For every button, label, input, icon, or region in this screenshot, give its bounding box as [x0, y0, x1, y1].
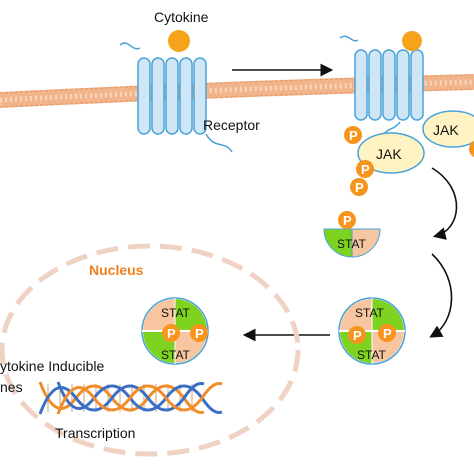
transcription-label: Transcription [55, 425, 135, 441]
phospho-group: P [356, 160, 374, 178]
phospho-group: P [344, 126, 362, 144]
svg-text:P: P [353, 328, 362, 343]
stat-dimer-label-top: STAT [355, 306, 385, 320]
stat-dimer-cytoplasm: STAT STAT P P [338, 297, 406, 365]
nucleus-label: Nucleus [89, 262, 144, 278]
svg-text:P: P [343, 213, 352, 228]
stat-dimer-nucleus-label-top: STAT [161, 306, 191, 320]
jak-lower-label: JAK [376, 146, 402, 162]
svg-text:P: P [195, 326, 204, 341]
jak-upper [422, 110, 474, 148]
svg-text:P: P [167, 326, 176, 341]
svg-text:P: P [383, 326, 392, 341]
receptor-left [119, 42, 233, 153]
stat-dimer-nucleus: STAT STAT P P [141, 297, 209, 365]
cell-membrane [0, 74, 474, 108]
svg-text:P: P [355, 180, 364, 195]
activation-arrow [431, 167, 458, 240]
stat-monomer: STAT P [323, 211, 381, 258]
stat-dimer-nucleus-label-bottom: STAT [161, 348, 191, 362]
nucleus [0, 243, 301, 457]
receptor-label: Receptor [203, 117, 260, 133]
cytokine-ligand-left [168, 30, 190, 52]
jak-upper-label: JAK [433, 122, 459, 138]
dna-double-helix [38, 381, 223, 415]
phospho-group: P [350, 178, 368, 196]
dimerization-arrow [429, 253, 453, 338]
svg-text:P: P [349, 128, 358, 143]
cytokine-label: Cytokine [154, 9, 209, 25]
phospho-group-partial [469, 140, 474, 158]
stat-monomer-label: STAT [337, 237, 367, 251]
svg-text:P: P [361, 162, 370, 177]
stat-dimer-label-bottom: STAT [357, 348, 387, 362]
cytokine-inducible-genes-label-line1: ytokine Inducible [0, 358, 105, 374]
jak-lower [357, 132, 425, 174]
cytokine-inducible-genes-label-line2: nes [0, 379, 23, 395]
cytokine-ligand-right [402, 31, 422, 51]
